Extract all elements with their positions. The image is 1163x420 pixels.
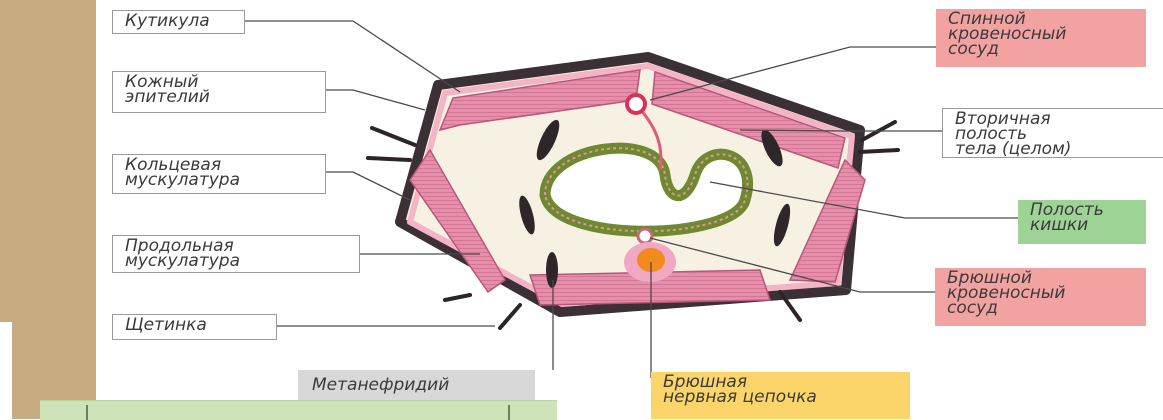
dorsal-vessel-label: Спинной кровеносный сосуд bbox=[936, 9, 1146, 67]
longitudinal-muscles-label: Продольная мускулатура bbox=[112, 235, 360, 273]
gut-wall bbox=[545, 148, 748, 231]
nerve-cord-label: Брюшная нервная цепочка bbox=[651, 372, 910, 419]
cuticle-label: Кутикула bbox=[112, 10, 245, 34]
skin-epithelium-label: Кожный эпителий bbox=[112, 71, 326, 113]
ventral-vessel bbox=[638, 229, 652, 243]
coelom-label: Вторичная полость тела (целом) bbox=[942, 108, 1163, 158]
seta-label: Щетинка bbox=[112, 314, 277, 340]
gut-cavity-label: Полость кишки bbox=[1018, 200, 1146, 244]
circular-muscles-label: Кольцевая мускулатура bbox=[112, 154, 326, 194]
ventral-vessel-label: Брюшной кровеносный сосуд bbox=[935, 268, 1146, 326]
dorsal-vessel bbox=[627, 95, 645, 113]
metanephridium-label: Метанефридий bbox=[298, 370, 535, 400]
